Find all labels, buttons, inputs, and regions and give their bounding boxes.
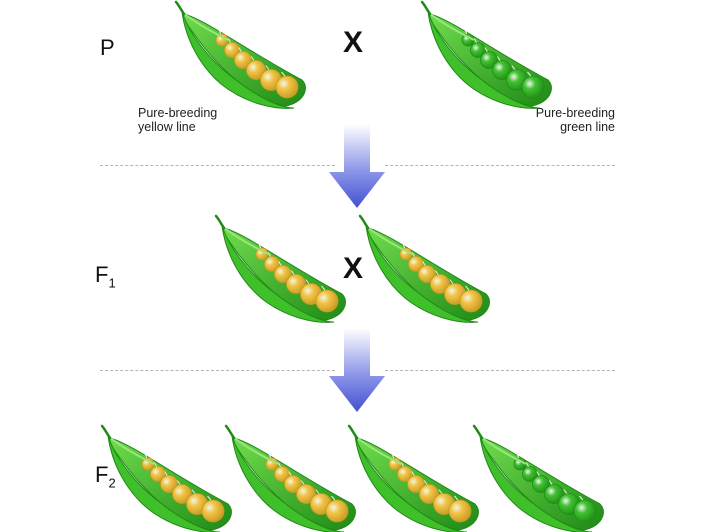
yellow-line-label: Pure-breeding yellow line — [138, 106, 218, 134]
pea-pod-yellow-icon — [214, 214, 346, 323]
pea-pod-green-icon — [472, 424, 604, 532]
pea-pod-yellow-icon — [100, 424, 232, 532]
down-arrow-icon — [329, 124, 385, 208]
pea-pod-yellow-icon — [358, 214, 490, 323]
generation-label-f2: F2 — [95, 462, 116, 491]
cross-symbol-f1: X — [343, 252, 364, 285]
divider-left-2 — [100, 370, 335, 371]
generation-label-p: P — [100, 35, 115, 60]
divider-left-1 — [100, 165, 335, 166]
green-line-label: Pure-breeding green line — [535, 106, 615, 134]
pea-pod-yellow-icon — [347, 424, 479, 532]
pea-pod-yellow-icon — [224, 424, 356, 532]
down-arrow-icon — [329, 328, 385, 412]
divider-right-2 — [385, 370, 615, 371]
pea-pod-green-icon — [420, 0, 552, 109]
pea-pod-yellow-icon — [174, 0, 306, 109]
cross-symbol-p: X — [343, 26, 364, 59]
divider-right-1 — [385, 165, 615, 166]
generation-label-f1: F1 — [95, 262, 116, 291]
